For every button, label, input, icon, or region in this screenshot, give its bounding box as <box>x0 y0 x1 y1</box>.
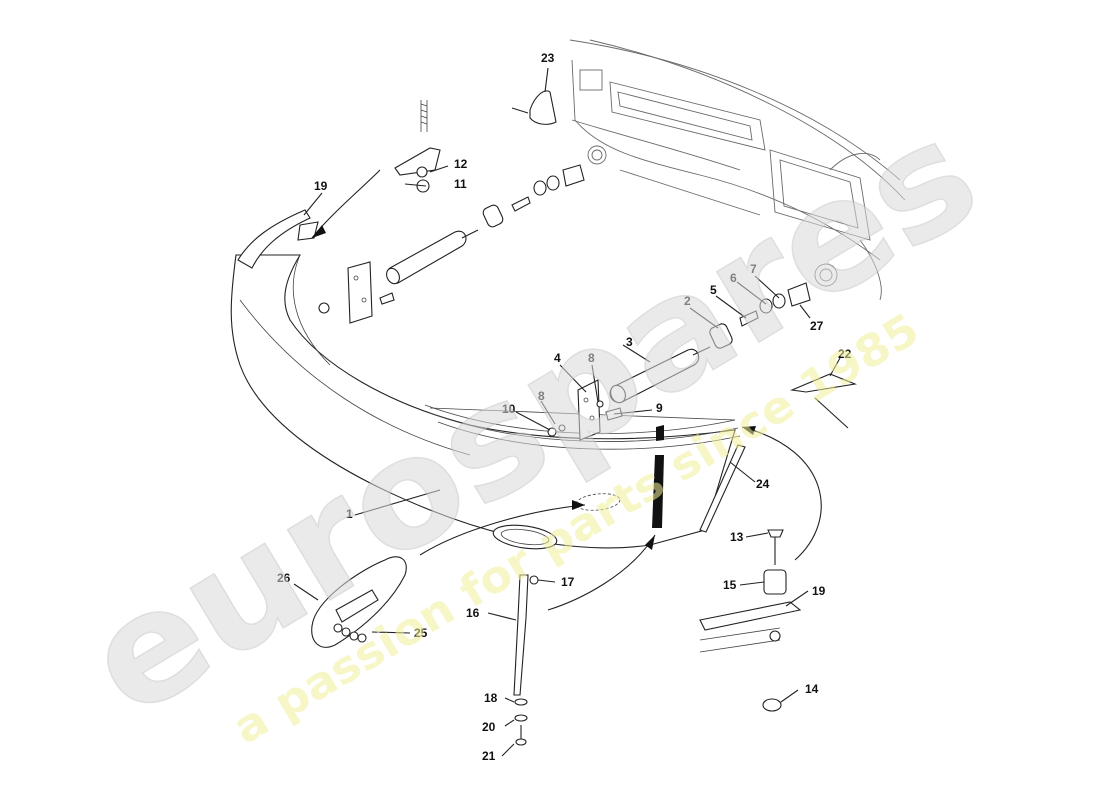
clip-plate-22 <box>789 373 858 429</box>
lamp-plate-26 <box>311 556 407 648</box>
callout-8-lower: 8 <box>538 389 545 403</box>
upper-bracket <box>394 100 441 193</box>
callout-18: 18 <box>484 691 498 705</box>
callout-10: 10 <box>502 402 516 416</box>
callout-21: 21 <box>482 749 496 763</box>
callout-4: 4 <box>554 351 561 365</box>
callout-22: 22 <box>838 347 852 361</box>
callout-23: 23 <box>541 51 555 65</box>
callout-labels: 1 2 3 4 5 6 7 8 8 9 10 11 12 13 14 15 16… <box>277 51 852 763</box>
callout-25: 25 <box>414 626 428 640</box>
callout-13: 13 <box>730 530 744 544</box>
end-cap-23 <box>511 90 557 125</box>
watermark: eurospares a passion for parts since 198… <box>58 86 1006 755</box>
callout-1: 1 <box>346 507 353 521</box>
assembly-arrows <box>311 169 822 611</box>
callout-11: 11 <box>454 177 467 191</box>
callout-6: 6 <box>730 271 737 285</box>
callout-17: 17 <box>561 575 575 589</box>
car-front-outline <box>569 39 906 301</box>
callout-8-upper: 8 <box>588 351 595 365</box>
left-impact-absorber <box>318 164 585 324</box>
callout-2: 2 <box>684 294 691 308</box>
callout-19-lower: 19 <box>812 584 826 598</box>
leader-lines <box>293 67 841 757</box>
callout-19-upper: 19 <box>314 179 328 193</box>
callout-3: 3 <box>626 335 633 349</box>
callout-5: 5 <box>710 283 717 297</box>
callout-12: 12 <box>454 157 468 171</box>
lower-bracket-16 <box>513 574 539 746</box>
lower-mount-assembly <box>699 529 802 712</box>
callout-15: 15 <box>723 578 737 592</box>
watermark-brand: eurospares <box>59 87 1006 751</box>
callout-14: 14 <box>805 682 819 696</box>
right-impact-absorber <box>547 282 811 441</box>
callout-20: 20 <box>482 720 496 734</box>
callout-9: 9 <box>656 401 663 415</box>
callout-7: 7 <box>750 262 757 276</box>
callout-26: 26 <box>277 571 291 585</box>
callout-16: 16 <box>466 606 480 620</box>
callout-27: 27 <box>810 319 824 333</box>
callout-24: 24 <box>756 477 770 491</box>
